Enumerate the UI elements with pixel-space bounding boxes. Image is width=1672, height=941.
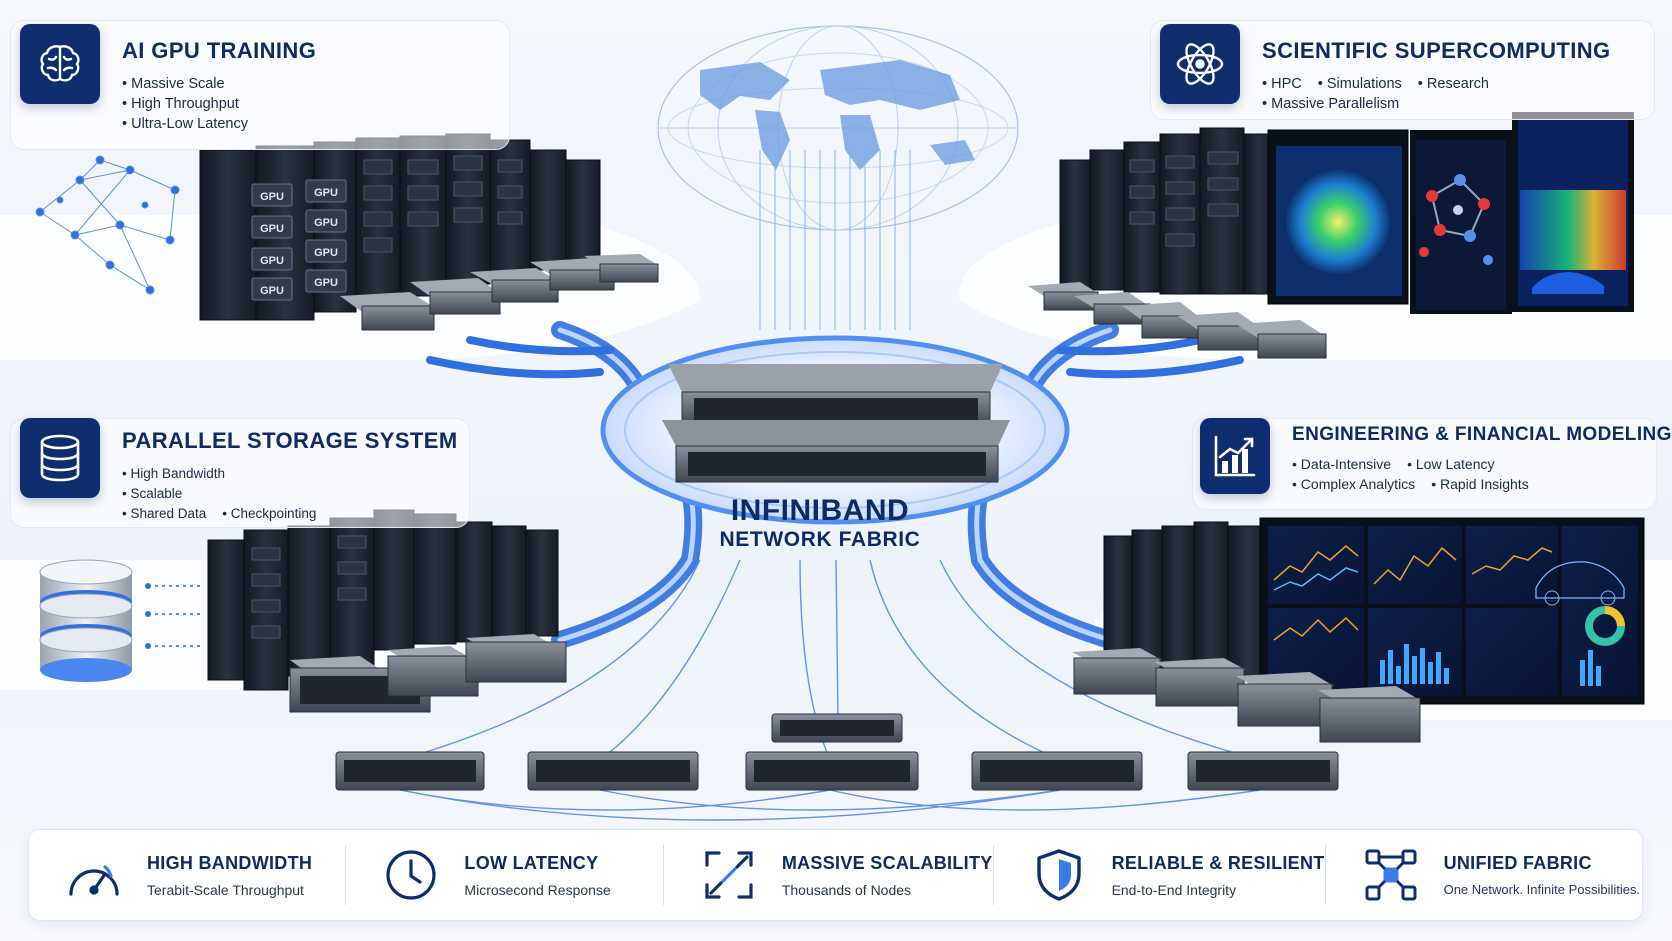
fabric-title: INFINIBAND [730, 494, 910, 527]
speedometer-icon [63, 844, 125, 906]
gpu-label: GPU [260, 191, 284, 203]
science-bullet: Massive Parallelism [1262, 94, 1399, 114]
ai-gpu-training-card: AI GPU TRAINING Massive Scale High Throu… [20, 24, 316, 134]
feature-title: RELIABLE & RESILIENT [1111, 852, 1325, 873]
engineering-bullet: Data-Intensive [1292, 454, 1391, 474]
gpu-label: GPU [314, 187, 338, 199]
globe-wireframe [657, 25, 1019, 330]
science-racks [1028, 112, 1634, 359]
cfd-visual [1520, 190, 1626, 270]
gpu-label: GPU [260, 255, 284, 267]
gpu-label: GPU [260, 285, 284, 297]
core-switch [662, 364, 1010, 483]
engineering-title: ENGINEERING & FINANCIAL MODELING [1292, 424, 1672, 445]
science-bullet: Simulations [1318, 74, 1402, 94]
gpu-label: GPU [314, 277, 338, 289]
clock-icon [380, 844, 442, 906]
expand-arrows-icon [698, 844, 760, 906]
engineering-bullet: Low Latency [1407, 454, 1495, 474]
science-bullet: Research [1418, 74, 1489, 94]
feature-subtitle: One Network. Infinite Possibilities. [1443, 882, 1641, 897]
feature-subtitle: Microsecond Response [464, 881, 611, 898]
hurricane-visual [1284, 168, 1392, 276]
leaf-switches [335, 713, 1339, 791]
feature-subtitle: Terabit-Scale Throughput [147, 881, 304, 898]
ai-bullet: High Throughput [122, 94, 239, 114]
fabric-subtitle: NETWORK FABRIC [719, 528, 921, 551]
car-wireframe [1535, 561, 1625, 599]
shield-icon [1028, 844, 1090, 906]
ai-title: AI GPU TRAINING [122, 38, 317, 63]
feature-high-bandwidth: HIGH BANDWIDTH Terabit-Scale Throughput [29, 845, 345, 905]
gpu-label: GPU [314, 217, 338, 229]
engineering-bullet: Rapid Insights [1431, 474, 1529, 494]
ai-bullet: Massive Scale [122, 74, 224, 94]
gpu-label: GPU [260, 223, 284, 235]
storage-title: PARALLEL STORAGE SYSTEM [122, 428, 458, 453]
gpu-label: GPU [314, 247, 338, 259]
feature-subtitle: End-to-End Integrity [1111, 881, 1237, 898]
neural-network-graphic [35, 155, 180, 295]
feature-bar: HIGH BANDWIDTH Terabit-Scale Throughput … [28, 829, 1643, 921]
engineering-bullet: Complex Analytics [1292, 474, 1415, 494]
storage-racks [39, 509, 567, 713]
molecule-visual [1419, 174, 1493, 265]
feature-subtitle: Thousands of Nodes [781, 881, 912, 898]
feature-title: MASSIVE SCALABILITY [781, 852, 993, 873]
feature-title: HIGH BANDWIDTH [147, 852, 313, 873]
science-title: SCIENTIFIC SUPERCOMPUTING [1262, 38, 1611, 63]
feature-unified-fabric: UNIFIED FABRIC One Network. Infinite Pos… [1324, 844, 1642, 906]
chart-growth-icon [1200, 418, 1270, 494]
science-bullet: HPC [1262, 74, 1302, 94]
atom-icon [1160, 24, 1240, 104]
storage-bullet: Shared Data [122, 504, 206, 524]
database-icon [20, 418, 100, 498]
storage-bullet: High Bandwidth [122, 464, 225, 484]
feature-reliable-resilient: RELIABLE & RESILIENT End-to-End Integrit… [992, 844, 1325, 906]
feature-title: LOW LATENCY [464, 852, 599, 873]
storage-bullet: Checkpointing [222, 504, 317, 524]
ai-bullet: Ultra-Low Latency [122, 114, 248, 134]
engineering-financial-card: ENGINEERING & FINANCIAL MODELING Data-In… [1200, 418, 1672, 494]
engineering-racks [1072, 517, 1645, 743]
leaf-wiring [399, 559, 1261, 821]
feature-massive-scalability: MASSIVE SCALABILITY Thousands of Nodes [662, 844, 993, 906]
storage-bullet: Scalable [122, 484, 182, 504]
feature-title: UNIFIED FABRIC [1443, 853, 1592, 873]
brain-icon [20, 24, 100, 104]
database-cylinders [39, 559, 133, 682]
feature-low-latency: LOW LATENCY Microsecond Response [345, 845, 662, 905]
network-nodes-icon [1360, 844, 1422, 906]
scientific-supercomputing-card: SCIENTIFIC SUPERCOMPUTING HPC Simulation… [1160, 24, 1611, 114]
parallel-storage-card: PARALLEL STORAGE SYSTEM High Bandwidth S… [20, 418, 458, 524]
ai-gpu-racks: GPU GPU GPU GPU GPU GPU GPU GPU [199, 133, 659, 331]
